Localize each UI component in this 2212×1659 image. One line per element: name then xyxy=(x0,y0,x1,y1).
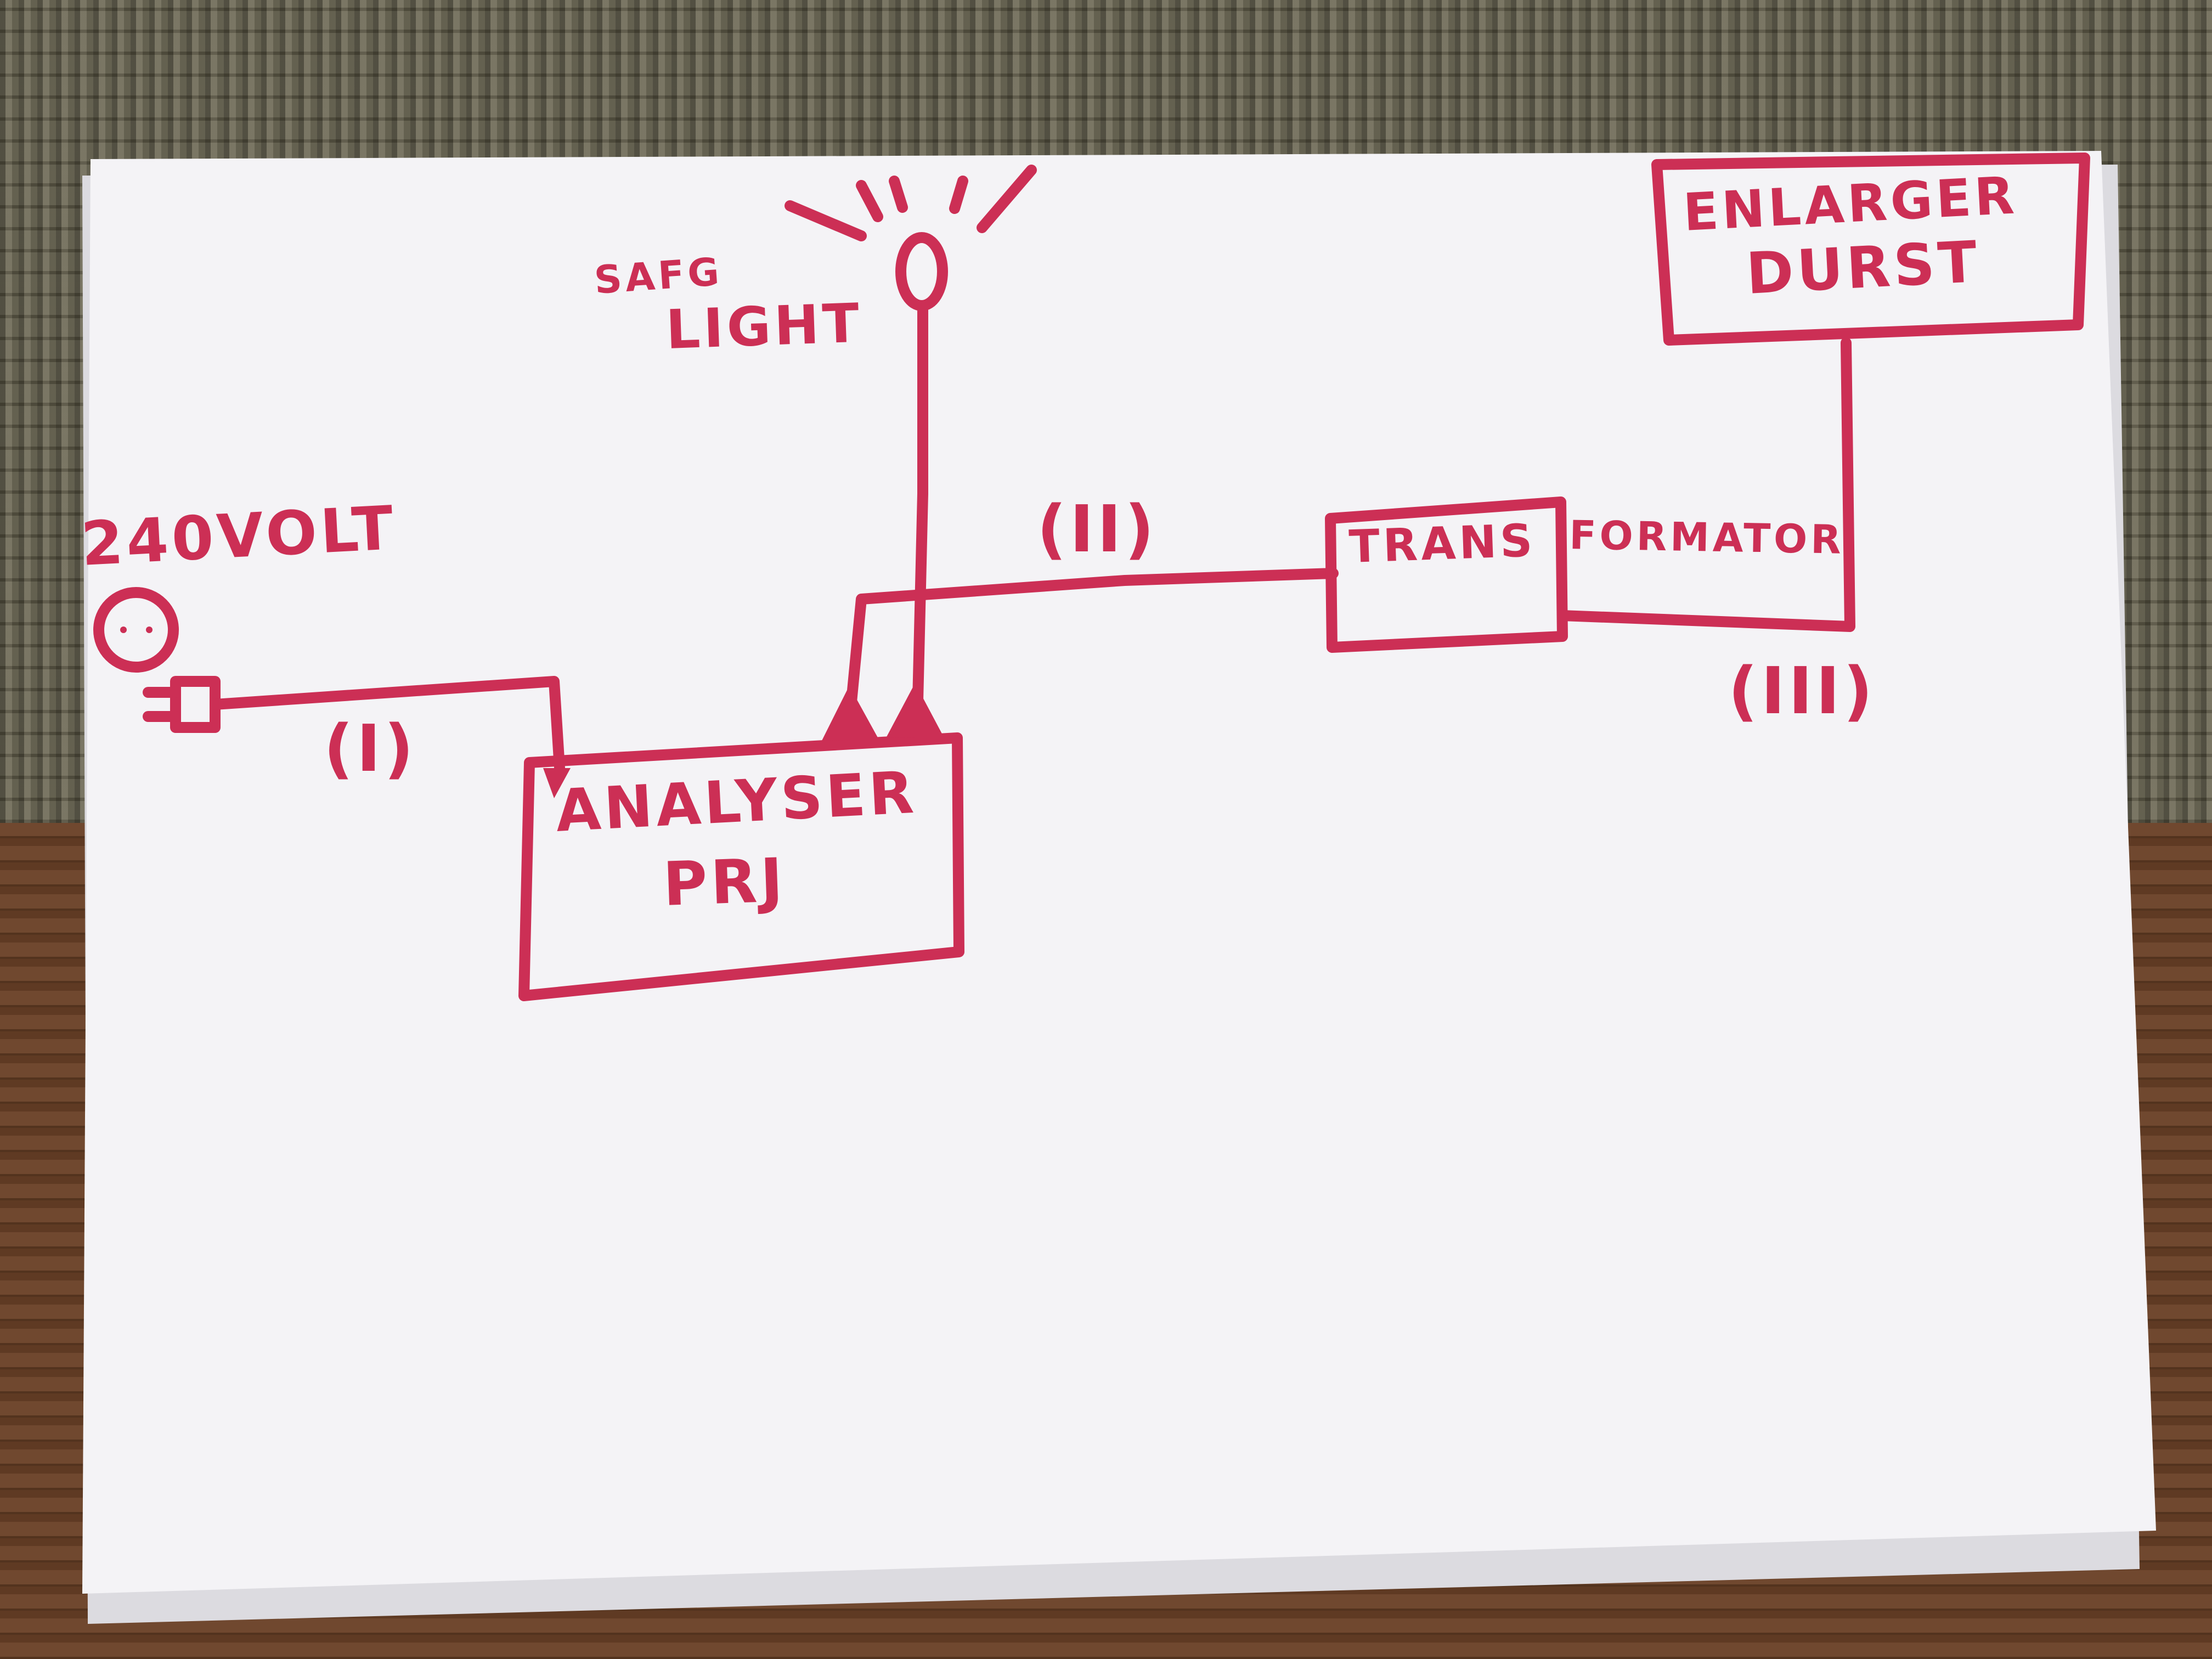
enlarger-label-line2: DURST xyxy=(1745,228,1982,307)
diagram-lines xyxy=(93,153,2090,1001)
transformer-box xyxy=(1325,496,1568,653)
safe-light-label-line2: LIGHT xyxy=(665,292,864,362)
safe-light-cable xyxy=(912,302,928,730)
cable-2-label: (II) xyxy=(1037,491,1158,567)
connector-cable-1-icon xyxy=(543,768,571,798)
cable-2-line xyxy=(845,568,1339,719)
cable-3-line xyxy=(1557,337,1855,632)
cable-3-label: (III) xyxy=(1728,653,1876,729)
wall-socket-icon xyxy=(93,587,179,673)
analyser-connectors xyxy=(543,683,944,798)
connector-safe-light-icon xyxy=(886,683,944,738)
transformer-label-part2: FORMATOR xyxy=(1569,512,1845,563)
enlarger-box xyxy=(1651,153,2090,346)
source-label: 240VOLT xyxy=(80,493,398,579)
analyser-box xyxy=(518,732,964,1001)
transformer-label-part1: TRANS xyxy=(1348,515,1536,573)
paper-sheet xyxy=(82,151,2156,1594)
safe-light-label-line1: SAFG xyxy=(592,249,724,303)
cable-1-label: (I) xyxy=(324,710,417,786)
analyser-label-line2: PRJ xyxy=(662,845,787,919)
cable-1-line xyxy=(210,676,565,774)
connector-cable-2-icon xyxy=(822,686,879,741)
